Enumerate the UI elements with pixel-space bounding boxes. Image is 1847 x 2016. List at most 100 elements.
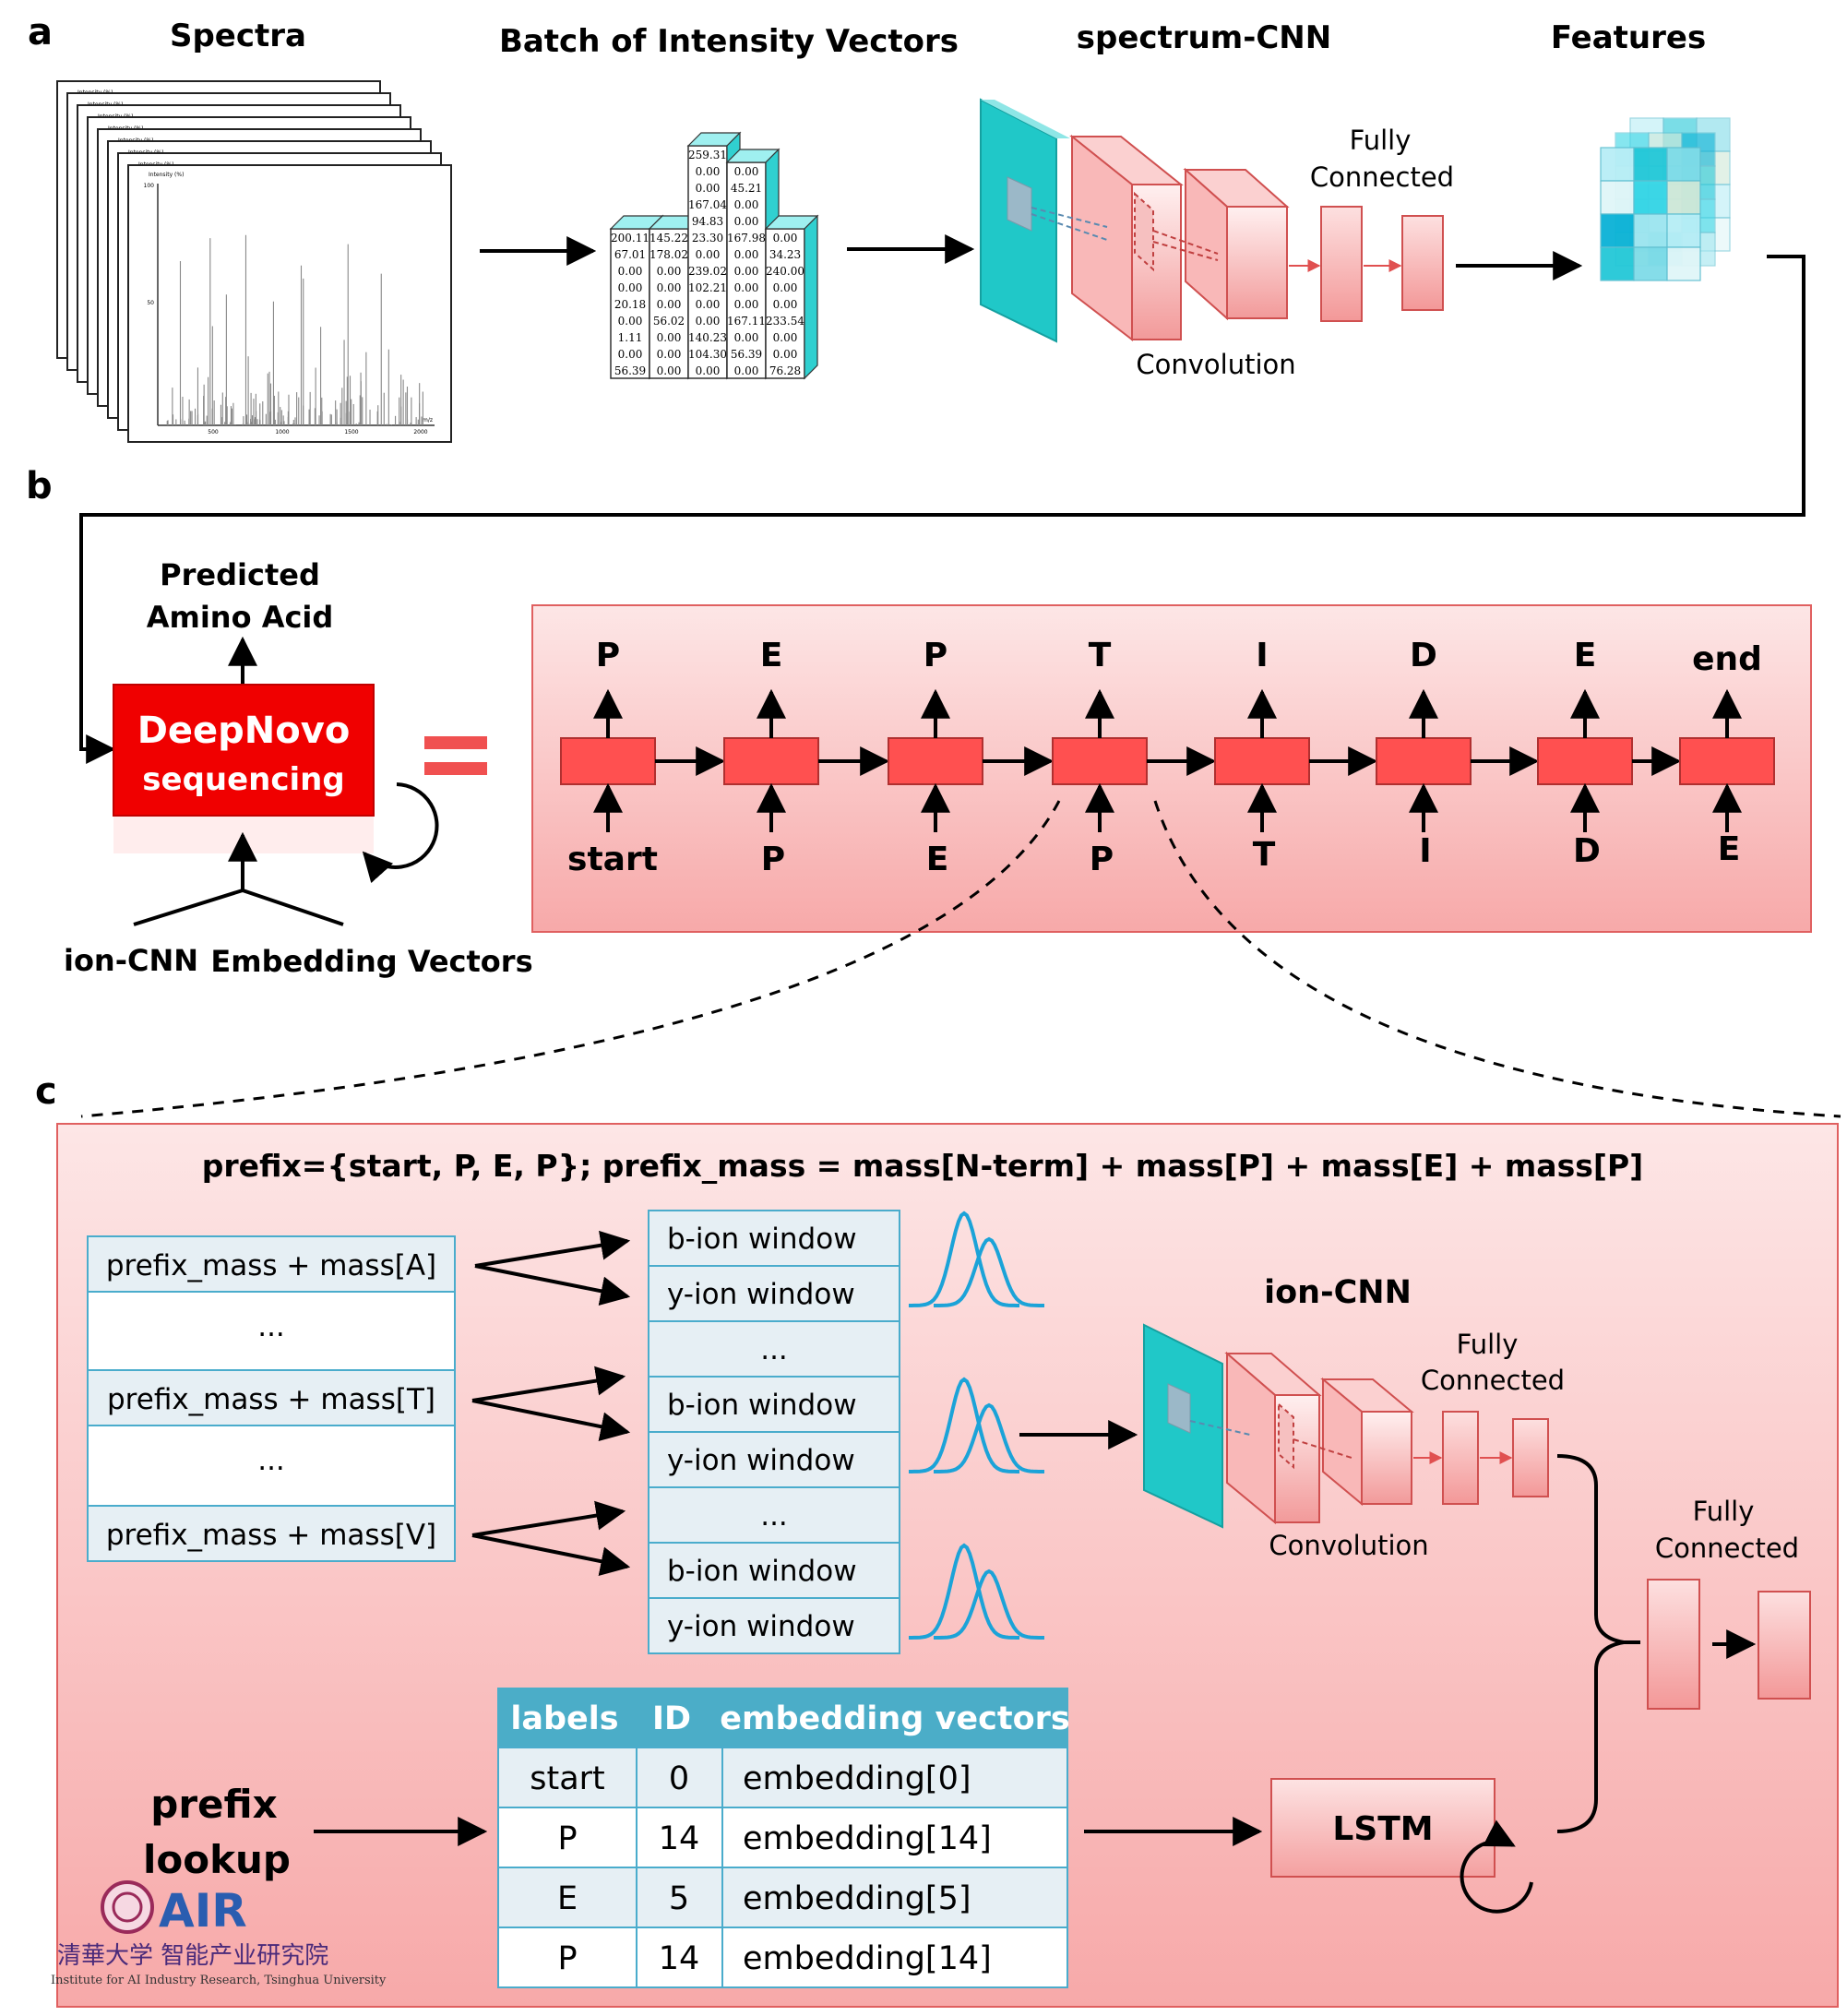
intensity-value: 0.00 xyxy=(696,315,721,328)
window-row xyxy=(648,1597,900,1654)
intensity-value: 20.18 xyxy=(614,298,646,311)
lstm-cell xyxy=(1214,737,1310,785)
intensity-value: 0.00 xyxy=(734,215,759,228)
features-cube xyxy=(1600,117,1731,281)
intensity-value: 0.00 xyxy=(696,364,721,377)
air-logo: AIR 清華大学 智能产业研究院 Institute for AI Indust… xyxy=(51,1880,387,1987)
embedding-row-id: 14 xyxy=(659,1820,700,1857)
mass-row-label: ... xyxy=(257,1444,285,1477)
intensity-value: 167.98 xyxy=(727,232,766,245)
embedding-row-vector: embedding[5] xyxy=(743,1880,971,1917)
intensity-value: 0.00 xyxy=(657,298,682,311)
embedding-table-row xyxy=(497,1807,1068,1868)
intensity-value: 45.21 xyxy=(731,182,762,195)
final-fc-layer-2 xyxy=(1758,1591,1811,1700)
mass-row-label: ... xyxy=(257,1310,285,1343)
air-logo-chinese: 清華大学 智能产业研究院 xyxy=(57,1942,328,1970)
mass-row xyxy=(87,1235,456,1293)
fully-connected-label-a-1: Fully xyxy=(1350,125,1412,156)
embedding-row-vector: embedding[14] xyxy=(743,1820,992,1857)
mass-to-window-arrows xyxy=(471,1230,631,1576)
spectra-title: Spectra xyxy=(170,18,306,54)
intensity-value: 0.00 xyxy=(734,198,759,211)
lstm-cell xyxy=(1537,737,1633,785)
window-row xyxy=(648,1486,900,1544)
spectrum-x-tick: 1500 xyxy=(344,429,358,435)
intensity-value: 102.21 xyxy=(688,281,727,294)
intensity-value: 0.00 xyxy=(734,298,759,311)
intensity-value: 104.30 xyxy=(688,348,727,361)
intensity-value: 34.23 xyxy=(769,248,801,261)
intensity-value: 145.22 xyxy=(649,232,688,245)
intensity-vector-batch: 200.1167.010.000.0020.180.001.110.0056.3… xyxy=(609,131,819,380)
embedding-table-header xyxy=(497,1688,1068,1748)
embedding-row-label: start xyxy=(530,1760,605,1797)
window-row xyxy=(648,1265,900,1322)
ion-cnn-input-label: ion-CNN xyxy=(64,943,198,978)
prefix-lookup-label-2: lookup xyxy=(143,1837,291,1882)
panel-b-letter: b xyxy=(26,465,53,507)
intensity-value: 56.02 xyxy=(653,315,685,328)
window-row-label: y-ion window xyxy=(667,1610,855,1643)
window-row-label: y-ion window xyxy=(667,1278,855,1311)
fully-connected-label-c-1: Fully xyxy=(1457,1329,1519,1360)
spectrum-sheet xyxy=(127,164,452,443)
fully-connected-label-final-2: Connected xyxy=(1655,1533,1799,1564)
spectrum-x-axis-label: m/z xyxy=(423,417,433,423)
intensity-vector-column xyxy=(726,161,767,379)
lstm-cell xyxy=(723,737,819,785)
intensity-value: 0.00 xyxy=(734,248,759,261)
intensity-value: 1.11 xyxy=(618,331,643,344)
lstm-cell xyxy=(1679,737,1775,785)
input-amino-acid: E xyxy=(1718,830,1741,868)
lstm-block xyxy=(1270,1778,1495,1878)
intensity-value: 67.01 xyxy=(614,248,646,261)
window-row xyxy=(648,1376,900,1433)
intensity-value: 56.39 xyxy=(731,348,762,361)
prefix-lookup-label-1: prefix xyxy=(150,1782,277,1827)
predicted-amino-acid: P xyxy=(924,637,947,674)
air-logo-english: Institute for AI Industry Research, Tsin… xyxy=(51,1974,387,1987)
intensity-value: 167.04 xyxy=(688,198,727,211)
intensity-value: 76.28 xyxy=(769,364,801,377)
embedding-table-row xyxy=(497,1747,1068,1808)
lstm-cell xyxy=(888,737,983,785)
convolution-label-c: Convolution xyxy=(1269,1530,1428,1561)
intensity-value: 259.31 xyxy=(688,149,727,161)
final-fc-layer-1 xyxy=(1647,1579,1700,1710)
intensity-value: 0.00 xyxy=(773,348,798,361)
lstm-cell xyxy=(1376,737,1472,785)
spectrum-cnn xyxy=(980,98,1444,343)
batch-title: Batch of Intensity Vectors xyxy=(499,23,959,60)
window-row-label: ... xyxy=(760,1333,788,1366)
intensity-value: 167.11 xyxy=(727,315,766,328)
intensity-value: 0.00 xyxy=(696,182,721,195)
deepnovo-subtitle: sequencing xyxy=(142,761,344,798)
equals-sign-bottom xyxy=(424,762,487,775)
mass-row-label: prefix_mass + mass[A] xyxy=(106,1249,436,1282)
embedding-table-row xyxy=(497,1867,1068,1928)
deepnovo-title: DeepNovo xyxy=(137,710,351,752)
window-row xyxy=(648,1210,900,1267)
intensity-value: 0.00 xyxy=(618,315,643,328)
intensity-value: 0.00 xyxy=(734,331,759,344)
equals-sign-top xyxy=(424,736,487,749)
intensity-value: 56.39 xyxy=(614,364,646,377)
predicted-amino-acid: D xyxy=(1410,637,1437,674)
intensity-value: 0.00 xyxy=(773,298,798,311)
intensity-value: 0.00 xyxy=(618,348,643,361)
intensity-vector-column xyxy=(649,228,689,379)
intensity-value: 0.00 xyxy=(734,364,759,377)
lstm-cell xyxy=(560,737,656,785)
intensity-value: 0.00 xyxy=(696,298,721,311)
predicted-label-2: Amino Acid xyxy=(147,600,334,635)
embedding-row-label: P xyxy=(557,1940,577,1977)
intensity-value: 0.00 xyxy=(657,331,682,344)
intensity-vector-column xyxy=(610,228,650,379)
window-row-label: b-ion window xyxy=(667,1223,857,1256)
spectrum-y-axis-label: Intensity (%) xyxy=(149,172,184,178)
intensity-value: 0.00 xyxy=(657,364,682,377)
